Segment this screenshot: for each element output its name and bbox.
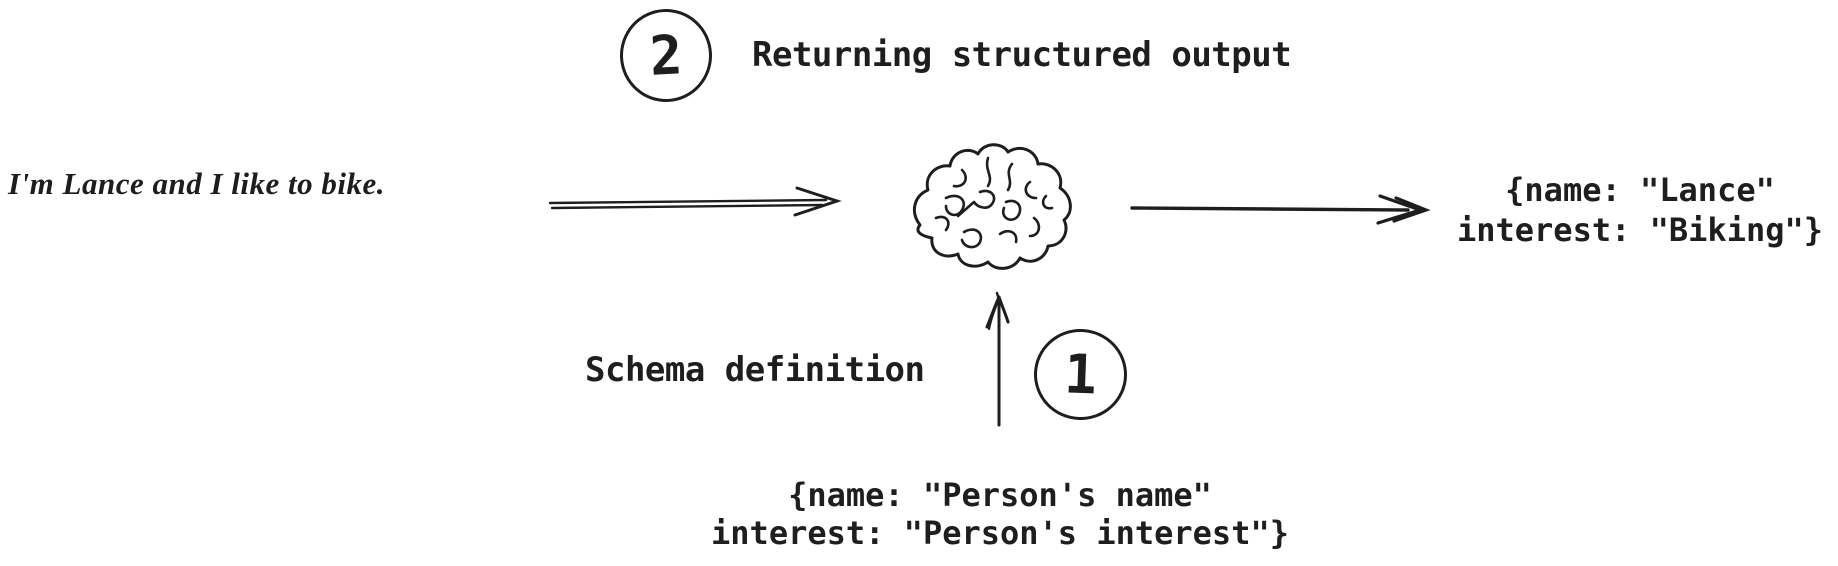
step-2-badge: 2: [617, 6, 715, 105]
brain-icon: [912, 143, 1072, 270]
structured-output-text: {name: "Lance" interest: "Biking"}: [1430, 170, 1838, 250]
step-1-label: Schema definition: [585, 350, 925, 390]
arrow-up-schema-icon: [985, 291, 1010, 427]
arrow-right-output-icon: [1130, 194, 1431, 225]
step-2-number: 2: [648, 22, 684, 88]
step-1-badge: 1: [1032, 327, 1129, 422]
output-line-1: {name: "Lance": [1505, 171, 1775, 209]
output-line-2: interest: "Biking"}: [1456, 211, 1824, 249]
input-message-text: I'm Lance and I like to bike.: [8, 166, 386, 201]
step-2-label: Returning structured output: [752, 35, 1292, 75]
arrow-right-input-icon: [548, 186, 842, 217]
schema-line-2: interest: "Person's interest"}: [711, 514, 1289, 552]
step-1-number: 1: [1063, 341, 1098, 407]
schema-definition-text: {name: "Person's name" interest: "Person…: [680, 476, 1320, 552]
schema-line-1: {name: "Person's name": [788, 476, 1212, 514]
